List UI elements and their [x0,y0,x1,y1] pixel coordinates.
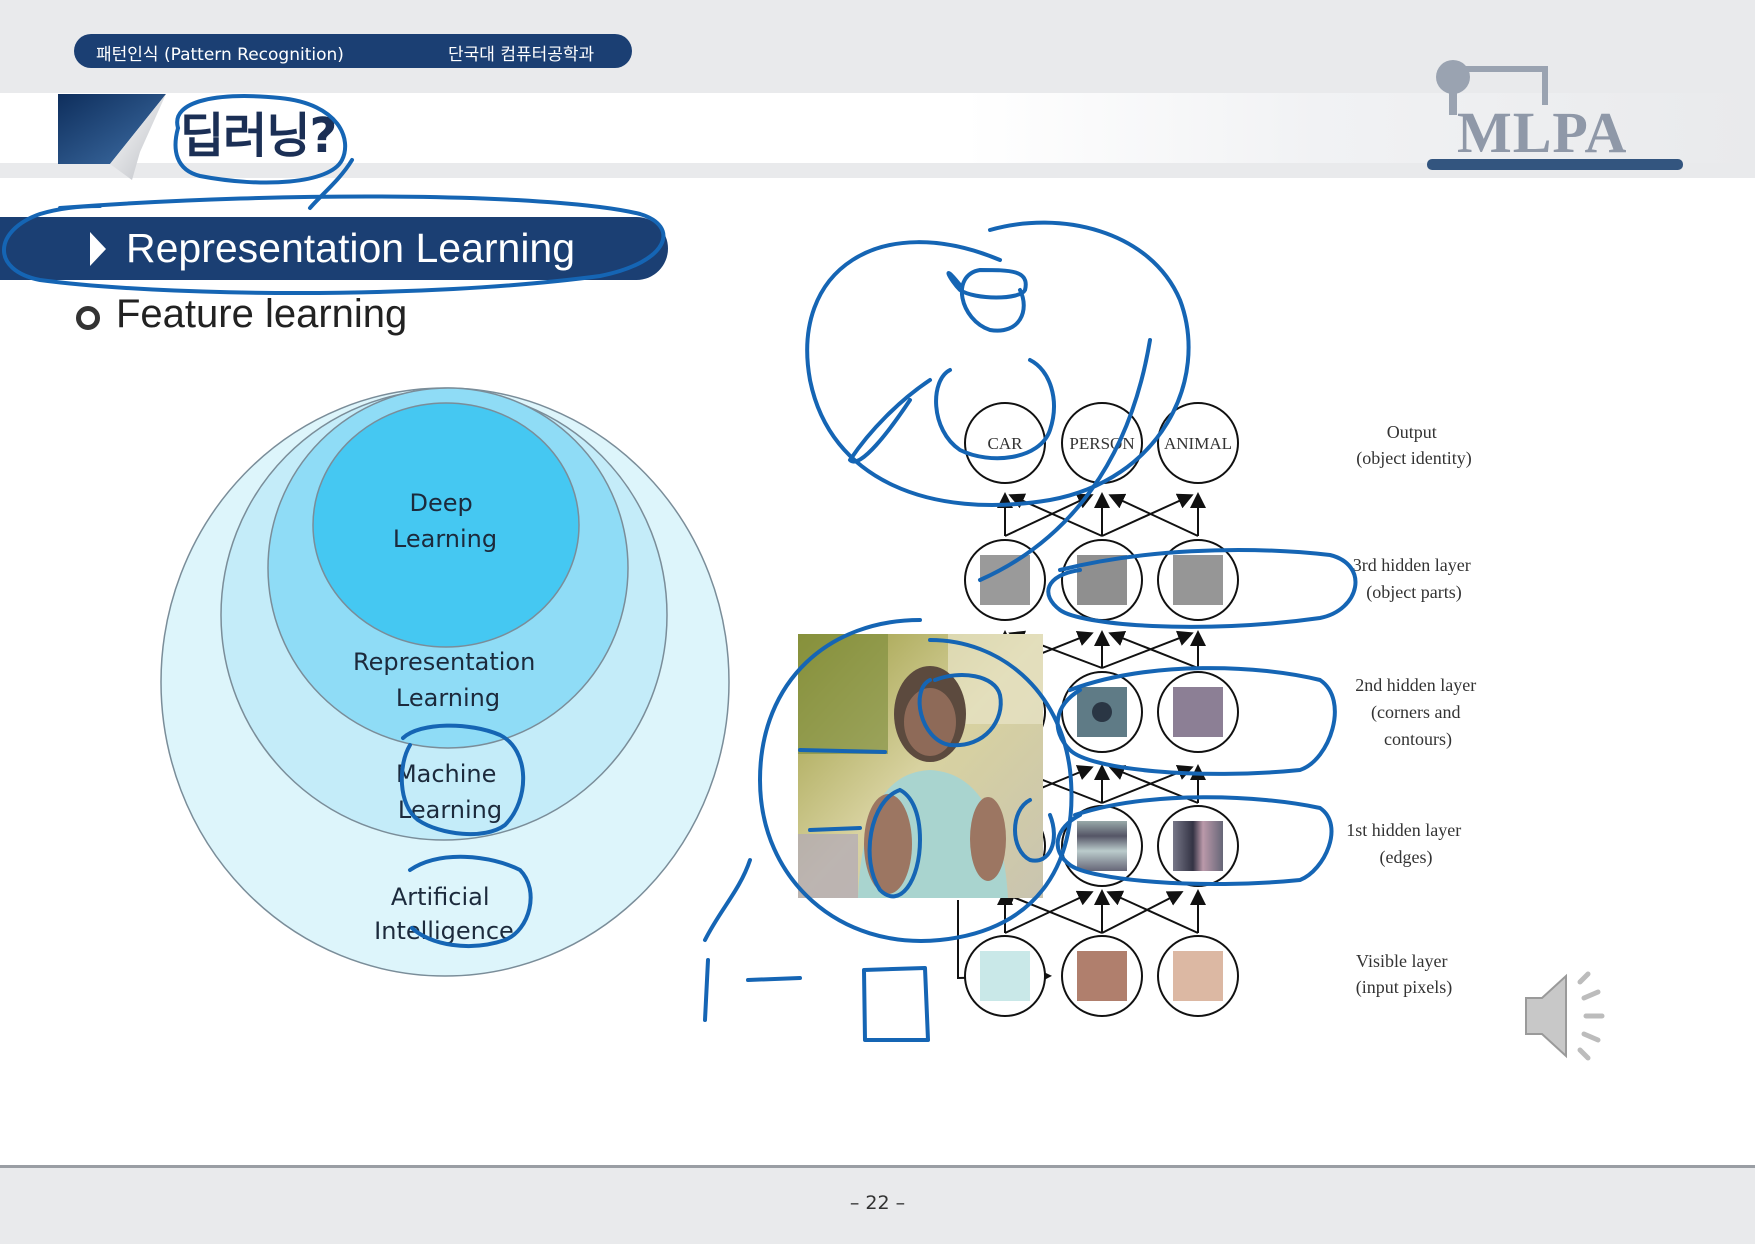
section-header-bar: Representation Learning [0,217,668,280]
speaker-icon[interactable] [1522,968,1617,1063]
course-label: 패턴인식 (Pattern Recognition) [96,45,344,65]
section-title: Representation Learning [126,225,576,271]
page-number: – 22 – [849,1192,906,1214]
svg-text:CAR: CAR [988,434,1024,453]
corner-fold-icon [58,94,166,180]
logo-text: MLPA [1457,100,1628,165]
pixel-swatch [980,951,1030,1001]
layer-labels: Output (object identity) 3rd hidden laye… [1346,422,1480,998]
layer-label-hidden3: 3rd hidden layer (object parts) [1353,555,1475,603]
footer: – 22 – [0,1165,1755,1244]
layer-label-output: Output (object identity) [1356,422,1471,469]
header-pill: 패턴인식 (Pattern Recognition) 단국대 컴퓨터공학과 [74,34,632,68]
bullet-icon [76,306,100,330]
input-photo [798,634,1043,898]
svg-text:PERSON: PERSON [1069,434,1134,453]
logo-underline [1427,159,1683,170]
venn-diagram: Deep Learning Representation Learning Ma… [160,387,730,977]
layer-label-hidden2: 2nd hidden layer (corners and contours) [1355,675,1480,750]
pixel-swatch [1173,951,1223,1001]
venn-label-deep: Deep Learning [393,489,497,553]
section-arrow-icon [90,232,106,266]
mlpa-logo: MLPA [1425,55,1685,175]
venn-ring-deep [312,402,580,648]
svg-text:ANIMAL: ANIMAL [1164,434,1232,453]
visible-pixels [980,951,1223,1001]
layer-label-hidden1: 1st hidden layer (edges) [1346,820,1465,868]
slide-title: 딥러닝? [180,108,337,164]
department-label: 단국대 컴퓨터공학과 [448,45,595,65]
bullet-text: Feature learning [116,292,408,336]
layer-label-visible: Visible layer (input pixels) [1356,951,1453,998]
pixel-swatch [1077,951,1127,1001]
venn-label-representation: Representation Learning [353,648,543,712]
